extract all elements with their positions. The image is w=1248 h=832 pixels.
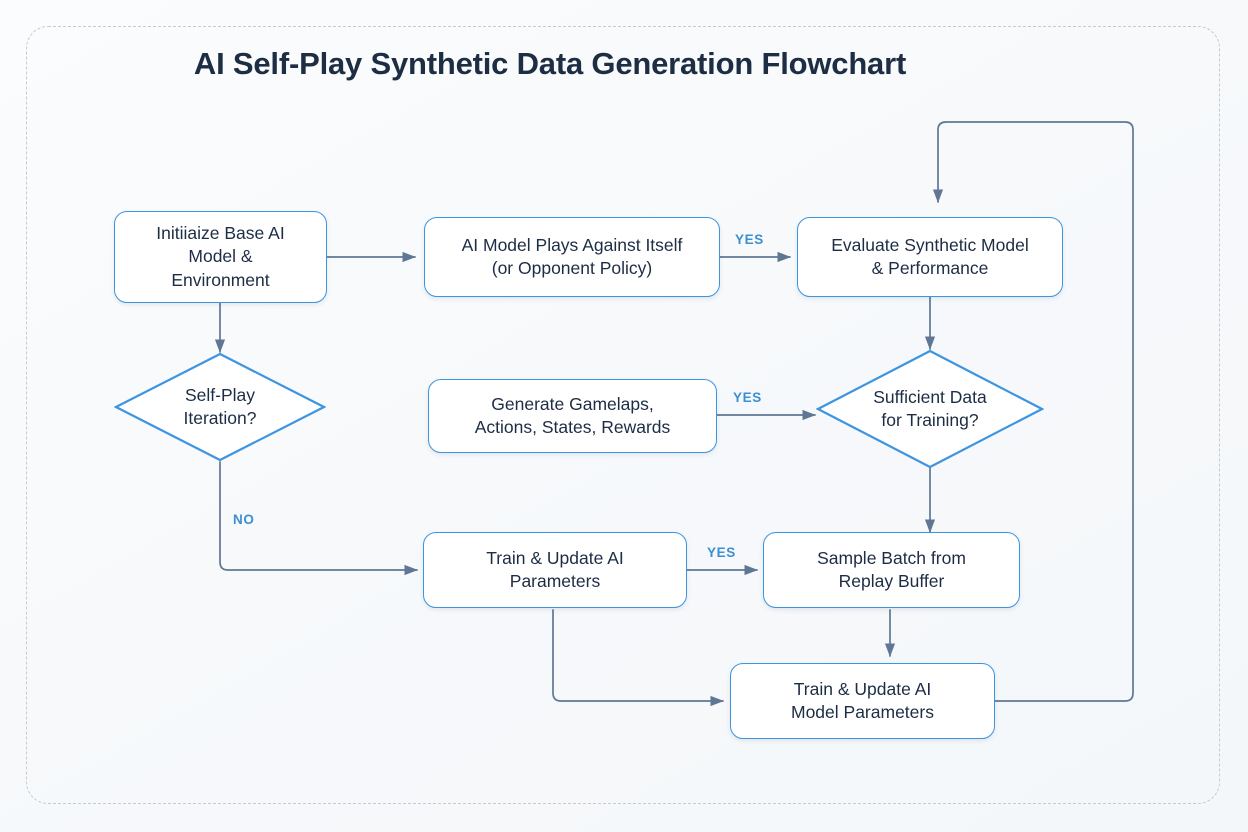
node-label: Evaluate Synthetic Model& Performance <box>831 234 1029 278</box>
node-label: Generate Gamelaps,Actions, States, Rewar… <box>474 393 671 437</box>
diamond-shape <box>816 349 1044 469</box>
edge-trainai-to-trainmodel <box>552 609 725 707</box>
edge-iteration-no-to-trainai <box>219 461 419 576</box>
page-title: AI Self-Play Synthetic Data Generation F… <box>193 46 907 81</box>
node-ai-model-plays-against-itself[interactable]: AI Model Plays Against Itself(or Opponen… <box>424 217 720 297</box>
edge-feedback-loop-to-evaluate <box>932 121 1134 702</box>
edge-label-no-iteration-trainai: NO <box>233 512 255 527</box>
edge-label-yes-trainai-sample: YES <box>707 545 736 560</box>
node-generate-gamelaps[interactable]: Generate Gamelaps,Actions, States, Rewar… <box>428 379 717 453</box>
edge-label-yes-generate-sufficient: YES <box>733 390 762 405</box>
node-label: AI Model Plays Against Itself(or Opponen… <box>461 234 683 278</box>
diamond-shape <box>114 352 326 462</box>
edge-label-yes-selfplay-evaluate: YES <box>735 232 764 247</box>
node-evaluate-synthetic-model[interactable]: Evaluate Synthetic Model& Performance <box>797 217 1063 297</box>
